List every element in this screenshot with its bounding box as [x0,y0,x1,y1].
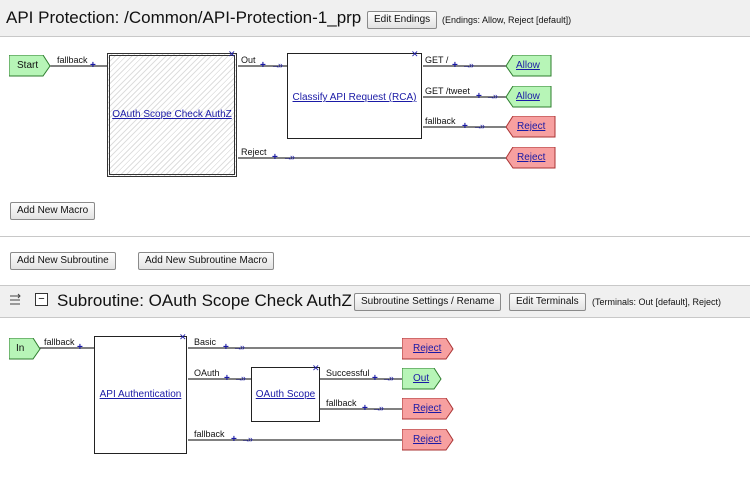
ending-allow-link[interactable]: Allow [516,91,540,102]
delete-macro-icon[interactable]: ✕ [228,49,236,59]
add-item-plus-icon[interactable]: + [223,342,229,353]
branch-arrow-icon: →» [234,373,246,383]
terminal-reject-link[interactable]: Reject [413,434,442,445]
add-item-plus-icon[interactable]: + [462,121,468,132]
add-item-plus-icon[interactable]: + [452,60,458,71]
branch-arrow-icon: →» [473,121,485,131]
oauth-scope-box[interactable]: OAuth Scope [251,367,320,422]
subroutine-settings-button[interactable]: Subroutine Settings / Rename [354,293,502,311]
terminal-reject-2[interactable] [402,398,454,420]
in-label: In [16,343,25,354]
branch-arrow-icon: →» [372,403,384,413]
ending-reject-link[interactable]: Reject [517,121,546,132]
rca-branch-get: GET / [425,55,449,65]
collapse-icon[interactable]: − [35,293,48,306]
ending-reject-link[interactable]: Reject [517,152,546,163]
in-terminal[interactable] [9,338,41,360]
terminal-out-link[interactable]: Out [413,373,430,384]
branch-arrow-icon: →» [233,342,245,352]
start-label: Start [17,60,39,71]
api-authentication-box[interactable]: API Authentication [94,336,187,454]
subroutine-title: Subroutine: OAuth Scope Check AuthZ [57,291,352,310]
edit-terminals-button[interactable]: Edit Terminals [509,293,586,311]
ending-allow-1[interactable] [506,55,552,77]
start-branch-label: fallback [57,55,88,65]
terminal-reject-link[interactable]: Reject [413,343,442,354]
policy-title: API Protection: /Common/API-Protection-1… [6,8,362,27]
ending-reject-1[interactable] [506,116,556,138]
branch-arrow-icon: →» [283,152,295,162]
in-branch-label: fallback [44,337,75,347]
branch-arrow-icon: →» [382,373,394,383]
branch-arrow-icon: →» [271,60,283,70]
add-item-plus-icon[interactable]: + [362,403,368,414]
ending-allow-link[interactable]: Allow [516,60,540,71]
terminal-out[interactable] [402,368,442,390]
delete-auth-icon[interactable]: ✕ [179,332,187,342]
auth-branch-fallback: fallback [194,429,225,439]
add-new-subroutine-macro-button[interactable]: Add New Subroutine Macro [138,252,275,270]
ending-reject-2[interactable] [506,147,556,169]
delete-rca-icon[interactable]: ✕ [411,49,419,59]
add-item-plus-icon[interactable]: + [260,60,266,71]
rca-box[interactable]: Classify API Request (RCA) [287,53,422,139]
endings-note: (Endings: Allow, Reject [default]) [442,15,572,25]
delete-scope-icon[interactable]: ✕ [312,363,320,373]
macro-branch-reject: Reject [241,147,267,157]
scope-branch-fallback: fallback [326,398,357,408]
api-authentication-link[interactable]: API Authentication [99,389,182,400]
add-item-plus-icon[interactable]: + [231,434,237,445]
add-item-plus-icon[interactable]: + [90,60,96,71]
add-new-macro-button[interactable]: Add New Macro [10,202,96,220]
macro-name-link[interactable]: OAuth Scope Check AuthZ [112,109,232,120]
rca-name-link[interactable]: Classify API Request (RCA) [292,92,417,103]
auth-branch-basic: Basic [194,337,217,347]
add-new-subroutine-button[interactable]: Add New Subroutine [10,252,116,270]
macro-branch-out: Out [241,55,256,65]
section-divider [0,236,750,237]
edit-endings-button[interactable]: Edit Endings [367,11,438,29]
branch-arrow-icon: →» [462,60,474,70]
terminals-note: (Terminals: Out [default], Reject) [592,297,722,307]
branch-arrow-icon: →» [486,91,498,101]
add-item-plus-icon[interactable]: + [372,373,378,384]
ending-allow-2[interactable] [506,86,552,108]
terminal-reject-3[interactable] [402,429,454,451]
add-item-plus-icon[interactable]: + [476,91,482,102]
rca-branch-tweet: GET /tweet [425,86,470,96]
terminal-reject-link[interactable]: Reject [413,403,442,414]
add-item-plus-icon[interactable]: + [77,342,83,353]
add-item-plus-icon[interactable]: + [224,373,230,384]
add-item-plus-icon[interactable]: + [272,152,278,163]
macro-box[interactable]: OAuth Scope Check AuthZ [107,53,237,177]
terminal-reject-1[interactable] [402,338,454,360]
oauth-scope-link[interactable]: OAuth Scope [255,389,316,400]
drag-handle-icon[interactable] [8,293,22,307]
start-terminal[interactable] [9,55,51,77]
rca-branch-fallback: fallback [425,116,456,126]
scope-branch-success: Successful [326,368,370,378]
branch-arrow-icon: →» [241,434,253,444]
auth-branch-oauth: OAuth [194,368,220,378]
